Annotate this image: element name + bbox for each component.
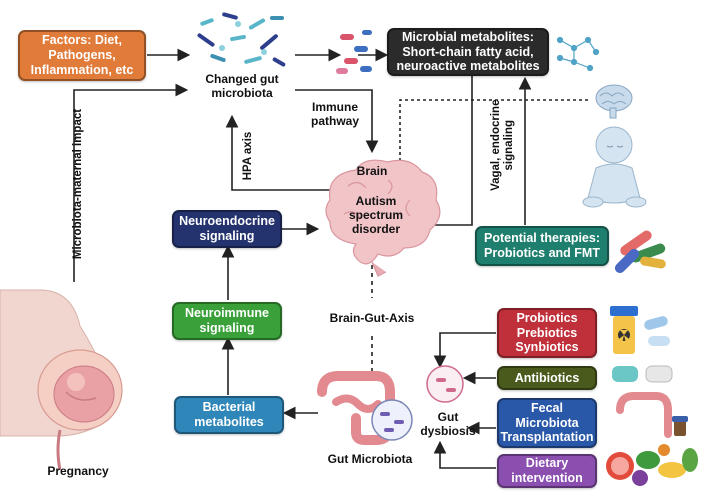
autism-spectrum-disorder-label: Autism spectrum disorder bbox=[348, 194, 404, 237]
capsules-icon bbox=[614, 230, 666, 274]
arrow-immune-pathway bbox=[295, 89, 379, 154]
arrow-probiotics bbox=[433, 332, 496, 369]
microbiota-maternal-impact-label: Microbiota-maternal impact bbox=[72, 108, 84, 260]
dietary-intervention-box: Dietary intervention bbox=[497, 454, 597, 488]
potential-therapies-box: Potential therapies: Probiotics and FMT bbox=[475, 226, 609, 266]
immune-pathway-label: Immune pathway bbox=[310, 100, 359, 129]
gut-microbiota-label: Gut Microbiota bbox=[327, 452, 413, 466]
arrow-hpa-axis bbox=[225, 114, 330, 191]
factors-box: Factors: Diet, Pathogens, Inflammation, … bbox=[18, 30, 146, 81]
pregnancy-label: Pregnancy bbox=[47, 464, 109, 478]
microbial-metabolites-box: Microbial metabolites: Short-chain fatty… bbox=[387, 28, 549, 76]
gut-dysbiosis-label: Gut dysbiosis bbox=[420, 410, 476, 439]
pregnant-woman-icon bbox=[0, 289, 123, 471]
bacteria-cluster-icon bbox=[197, 12, 286, 67]
neuroimmune-signaling-box: Neuroimmune signaling bbox=[172, 302, 282, 340]
fmt-box: Fecal Microbiota Transplantation bbox=[497, 398, 597, 448]
microbiome-circle-icon bbox=[371, 365, 464, 441]
antibiotics-box: Antibiotics bbox=[497, 366, 597, 390]
baby-icon bbox=[582, 126, 647, 208]
bacterial-metabolites-box: Bacterial metabolites bbox=[174, 396, 284, 434]
probiotics-box: Probiotics Prebiotics Synbiotics bbox=[497, 308, 597, 358]
pill-bottle-icon bbox=[610, 306, 638, 354]
molecule-network-icon bbox=[556, 36, 600, 72]
neuroendocrine-signaling-box: Neuroendocrine signaling bbox=[172, 210, 282, 248]
stool-sample-icon bbox=[616, 392, 688, 438]
changed-gut-microbiota-label: Changed gut microbiota bbox=[205, 72, 279, 101]
brain-icon bbox=[595, 84, 633, 119]
line-vagal bbox=[430, 75, 473, 226]
brain-icon bbox=[325, 159, 441, 277]
hpa-axis-label: HPA axis bbox=[242, 131, 254, 181]
brain-gut-axis-label: Brain-Gut-Axis bbox=[329, 311, 415, 325]
arrow-dietary bbox=[433, 440, 496, 469]
pills-icon bbox=[612, 316, 673, 383]
fruits-vegetables-icon bbox=[606, 444, 698, 486]
arrow-maternal-impact bbox=[73, 83, 189, 282]
vagal-endocrine-label: Vagal, endocrine signaling bbox=[489, 99, 515, 191]
brain-label: Brain bbox=[356, 164, 388, 178]
microbes-icon bbox=[336, 30, 372, 74]
